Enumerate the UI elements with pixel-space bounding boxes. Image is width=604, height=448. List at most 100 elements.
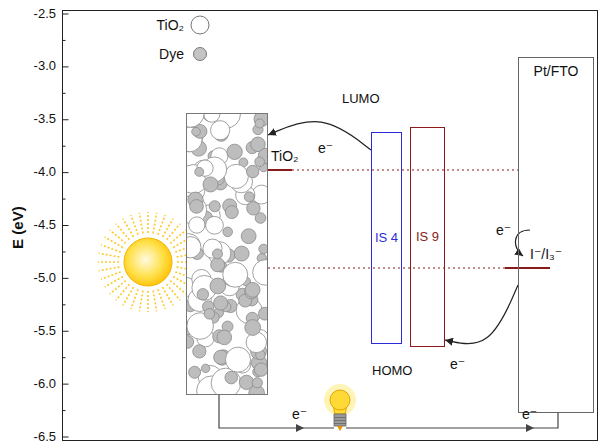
dye-particle xyxy=(246,165,258,177)
electron-label: e⁻ xyxy=(496,222,511,238)
dye-particle xyxy=(258,307,267,320)
dye-particle xyxy=(214,296,228,310)
tio2-particle xyxy=(206,216,224,234)
electron-label: e⁻ xyxy=(450,356,465,372)
sun-ray xyxy=(105,237,123,248)
sun-ray xyxy=(153,213,157,234)
electron-label: e⁻ xyxy=(522,406,537,422)
legend-swatch-box xyxy=(188,13,212,37)
electron-label: e⁻ xyxy=(318,140,333,156)
orbital-label: LUMO xyxy=(342,92,380,107)
energy-level-box: IS 4 xyxy=(371,132,402,344)
dye-particle xyxy=(241,229,256,244)
dye-particle xyxy=(247,202,260,215)
dye-particle xyxy=(201,364,209,372)
dye-particle xyxy=(223,227,233,237)
tio2-dotted-level xyxy=(292,169,518,170)
tick-mark xyxy=(63,225,69,226)
sun-ray xyxy=(158,215,165,235)
electron-transfer-arrow xyxy=(445,285,518,344)
tio2-level xyxy=(268,169,292,171)
dye-particle xyxy=(204,309,215,320)
orbital-label: HOMO xyxy=(372,364,412,379)
electron-label: e⁻ xyxy=(292,406,307,422)
dye-particle xyxy=(190,200,204,214)
counter-electrode-box: Pt/FTO xyxy=(518,57,594,413)
tick-mark xyxy=(63,384,69,385)
dye-particle xyxy=(244,192,254,202)
tick-label: -2.5 xyxy=(34,7,56,22)
sun-ray xyxy=(153,291,157,312)
legend-swatch xyxy=(194,48,207,61)
dye-particle xyxy=(255,119,264,128)
dye-particle xyxy=(225,206,238,219)
axis-ticks xyxy=(63,14,69,437)
tick-mark xyxy=(63,357,66,358)
bulb-thread xyxy=(334,418,346,424)
tick-mark xyxy=(63,93,66,94)
node-label: TiO₂ xyxy=(271,148,298,164)
circuit-wire xyxy=(219,395,558,428)
tick-mark xyxy=(63,14,69,15)
sun-ray xyxy=(158,289,165,309)
tio2-particle xyxy=(187,237,201,258)
dye-particle xyxy=(217,330,232,345)
sun-ray xyxy=(131,215,138,235)
current-arrow xyxy=(296,424,304,432)
tick-label: -4.5 xyxy=(34,218,56,233)
sun xyxy=(124,238,172,286)
tick-mark xyxy=(63,146,66,147)
node-label: IS 9 xyxy=(416,230,439,245)
dye-particle xyxy=(187,336,194,349)
dye-particle xyxy=(192,127,201,136)
sun-ray xyxy=(131,289,138,309)
legend-label: TiO₂ xyxy=(157,17,184,33)
bulb-glow xyxy=(324,384,356,416)
dye-particle xyxy=(195,167,204,176)
tick-label: -6.5 xyxy=(34,430,56,445)
bulb-base xyxy=(334,414,346,426)
tio2-particle xyxy=(246,332,266,352)
tick-mark xyxy=(63,40,66,41)
tick-mark xyxy=(63,119,69,120)
tick-mark xyxy=(63,278,69,279)
dye-particle xyxy=(189,366,201,378)
axis-title: E (eV) xyxy=(8,207,25,250)
sun-ray xyxy=(163,219,174,237)
sun-rays xyxy=(98,212,198,312)
current-arrow xyxy=(526,424,534,432)
tick-mark xyxy=(63,251,66,252)
tick-label: -5.0 xyxy=(34,271,56,286)
tio2-particle xyxy=(253,260,267,286)
tick-label: -4.0 xyxy=(34,165,56,180)
tick-mark xyxy=(63,331,69,332)
tick-label: -5.5 xyxy=(34,324,56,339)
tio2-particle xyxy=(224,164,248,188)
tick-label: -3.0 xyxy=(34,59,56,74)
sun-ray xyxy=(147,212,149,233)
redox-label: I⁻/I₃⁻ xyxy=(530,246,562,262)
sun-ray xyxy=(147,291,149,312)
dye-particle xyxy=(193,345,206,358)
tick-mark xyxy=(63,304,66,305)
dye-particle xyxy=(245,320,261,336)
dye-particle xyxy=(225,371,238,384)
sun-ray xyxy=(139,291,143,312)
bulb-tip xyxy=(337,426,343,431)
dye-particle xyxy=(255,157,265,167)
tick-mark xyxy=(63,410,66,411)
tick-mark xyxy=(63,172,69,173)
sun-ray xyxy=(123,287,134,305)
tick-mark xyxy=(63,66,69,67)
tio2-particle xyxy=(187,114,204,127)
tick-mark xyxy=(63,199,66,200)
electrode-box: TiO₂ xyxy=(186,113,268,395)
sun-ray xyxy=(101,245,121,252)
sun-ray xyxy=(99,253,120,257)
legend-label: Dye xyxy=(159,46,184,62)
dye-particle xyxy=(234,246,249,261)
tio2-particle xyxy=(187,127,202,152)
sun-ray xyxy=(163,287,174,305)
legend-entry: Dye xyxy=(100,42,212,66)
